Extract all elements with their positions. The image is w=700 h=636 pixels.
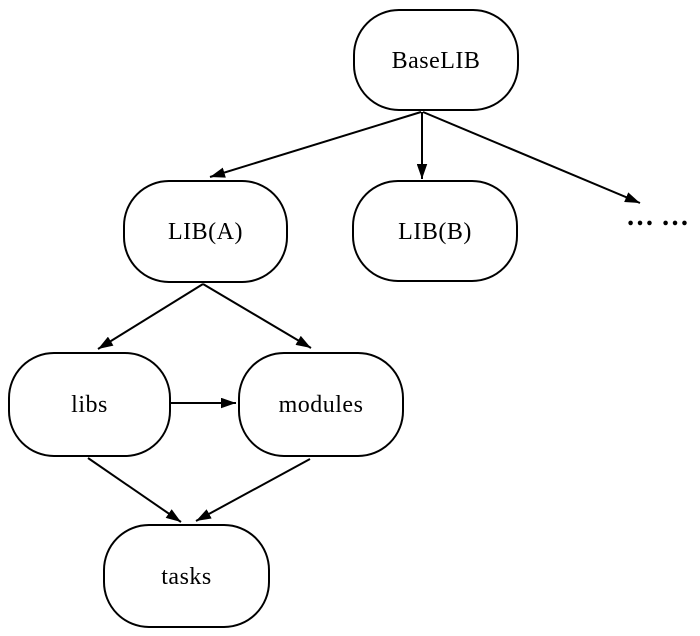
edge-libs-tasks xyxy=(87,457,182,523)
node-libs-label: libs xyxy=(71,392,108,418)
ellipsis-more-libs: … … xyxy=(626,201,689,232)
node-baselib-label: BaseLIB xyxy=(391,47,481,74)
node-modules: modules xyxy=(238,352,404,457)
edge-liba-modules xyxy=(202,283,312,349)
node-lib-b-label: LIB(B) xyxy=(398,218,472,245)
edge-baselib-liba xyxy=(209,111,422,178)
node-lib-a: LIB(A) xyxy=(123,180,288,283)
edge-modules-tasks xyxy=(195,458,311,522)
node-lib-b: LIB(B) xyxy=(352,180,518,282)
node-libs: libs xyxy=(8,352,171,457)
node-tasks-label: tasks xyxy=(161,563,212,590)
node-modules-label: modules xyxy=(278,392,364,418)
node-lib-a-label: LIB(A) xyxy=(168,219,243,245)
node-tasks: tasks xyxy=(103,524,270,628)
node-baselib: BaseLIB xyxy=(353,9,519,111)
edge-liba-libs xyxy=(97,283,204,350)
edge-baselib-more xyxy=(422,111,641,204)
